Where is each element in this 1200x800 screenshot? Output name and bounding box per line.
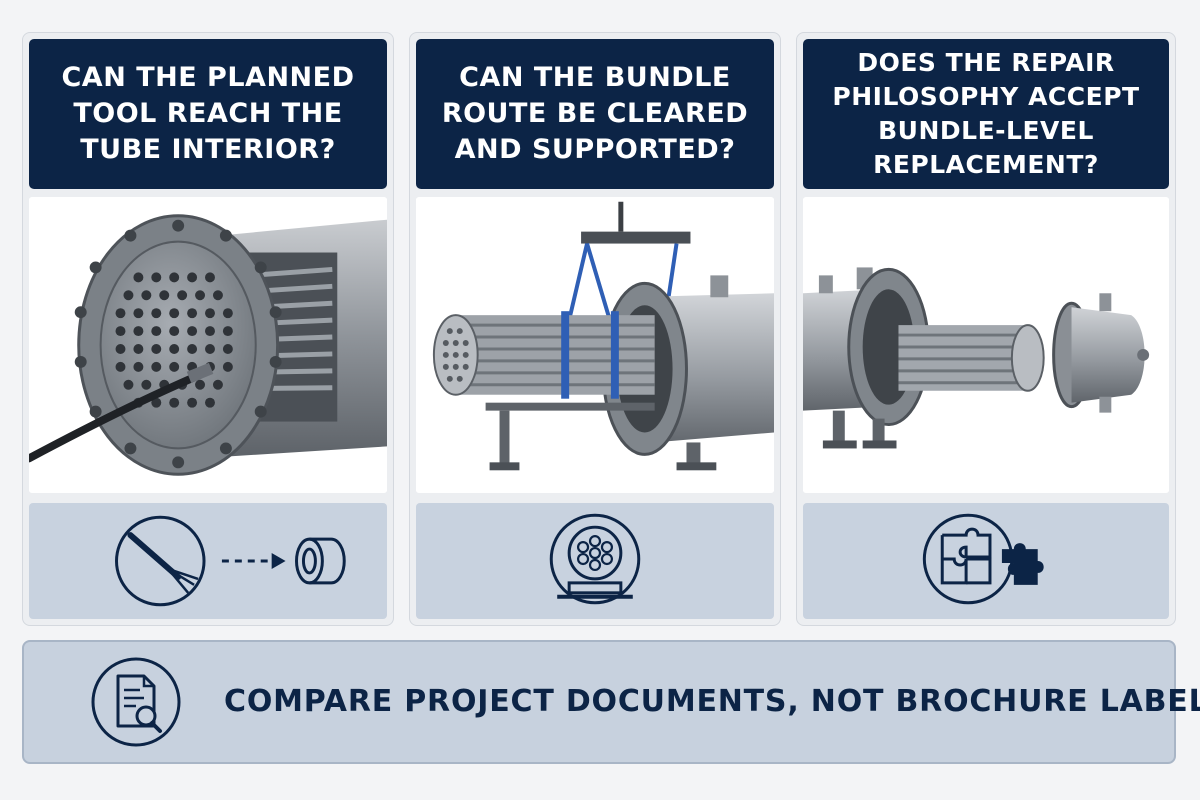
banner-text: COMPARE PROJECT DOCUMENTS, NOT BROCHURE … — [224, 684, 1200, 719]
panel-title: CAN THE BUNDLE ROUTE BE CLEARED AND SUPP… — [441, 62, 749, 165]
panel-title: CAN THE PLANNED TOOL REACH THE TUBE INTE… — [61, 62, 355, 165]
puzzle-piece-icon — [922, 513, 1044, 605]
panel-repair-philosophy: DOES THE REPAIR PHILOSOPHY ACCEPT BUNDLE… — [796, 32, 1176, 626]
panel-title-box: CAN THE BUNDLE ROUTE BE CLEARED AND SUPP… — [416, 39, 774, 189]
panel-title-box: CAN THE PLANNED TOOL REACH THE TUBE INTE… — [29, 39, 387, 189]
panel-bundle-route: CAN THE BUNDLE ROUTE BE CLEARED AND SUPP… — [409, 32, 781, 626]
panel-icon-box — [416, 503, 774, 619]
panel-title-box: DOES THE REPAIR PHILOSOPHY ACCEPT BUNDLE… — [803, 39, 1169, 189]
bundle-replacement-image — [803, 197, 1169, 493]
tubesheet-probe-image — [29, 197, 387, 493]
panel-icon-box — [29, 503, 387, 619]
panel-icon-box — [803, 503, 1169, 619]
supported-bundle-icon — [549, 513, 641, 605]
bottom-banner: COMPARE PROJECT DOCUMENTS, NOT BROCHURE … — [22, 640, 1200, 764]
panel-tool-access: CAN THE PLANNED TOOL REACH THE TUBE INTE… — [22, 32, 394, 626]
probe-to-tube-icon — [115, 515, 346, 607]
panel-title: DOES THE REPAIR PHILOSOPHY ACCEPT BUNDLE… — [832, 48, 1140, 179]
bundle-lift-image — [416, 197, 774, 493]
document-search-icon — [91, 657, 181, 747]
